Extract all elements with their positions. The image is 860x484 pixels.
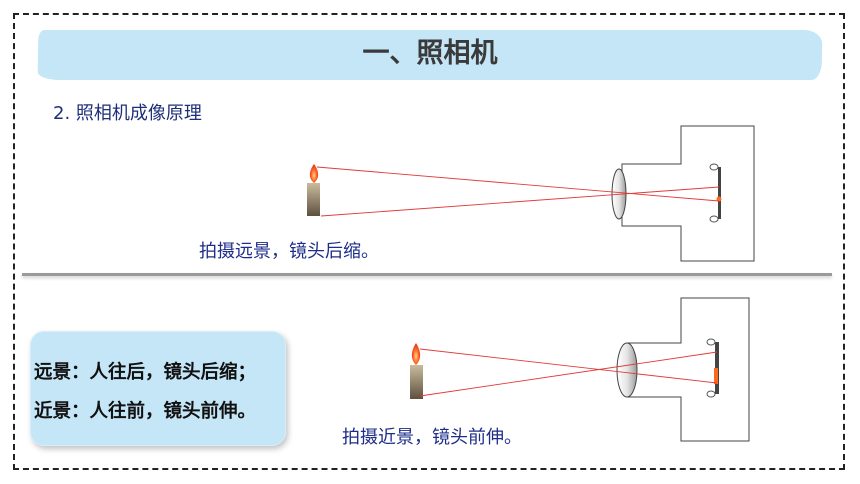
section-divider [22, 273, 832, 276]
camera-icon [621, 125, 755, 262]
film-icon [706, 338, 719, 398]
candle-icon [410, 343, 423, 399]
summary-line-near: 近景：人往前，镜头前伸。 [34, 401, 257, 422]
caption-near-scene: 拍摄近景，镜头前伸。 [342, 427, 522, 448]
film-icon [709, 163, 722, 223]
summary-box [30, 331, 286, 446]
candle-icon [307, 164, 320, 216]
far-scene-diagram [307, 125, 755, 262]
section-label: 2. 照相机成像原理 [53, 103, 202, 124]
caption-far-scene: 拍摄远景，镜头后缩。 [199, 241, 379, 262]
slide-frame [13, 13, 845, 470]
lens-icon [616, 342, 638, 398]
slide-title: 一、照相机 [362, 38, 498, 69]
light-rays [316, 166, 720, 217]
camera-icon [626, 297, 750, 442]
summary-line-far: 远景：人往后，镜头后缩； [34, 362, 257, 383]
light-rays [419, 348, 718, 397]
near-scene-diagram [410, 297, 750, 442]
